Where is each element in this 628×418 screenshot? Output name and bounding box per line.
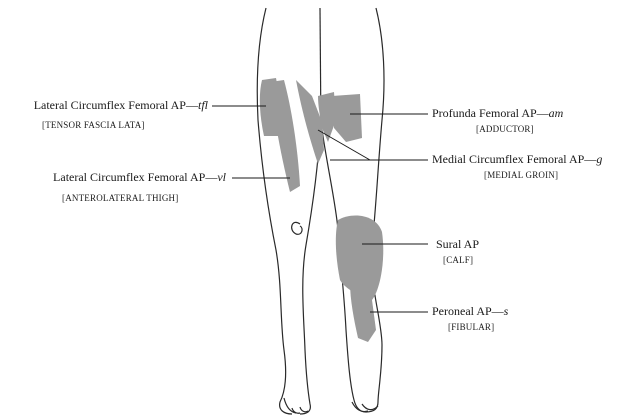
flap-regions <box>260 78 383 342</box>
label-s-code: s <box>504 304 509 318</box>
label-vl-main: Lateral Circumflex Femoral AP— <box>53 170 217 184</box>
label-vl-sub: [ANTEROLATERAL THIGH] <box>62 193 178 204</box>
label-vl-code: vl <box>217 170 226 184</box>
label-tfl: Lateral Circumflex Femoral AP—tfl <box>34 98 208 112</box>
right-leg-outer-outline <box>366 8 384 412</box>
label-am-main: Profunda Femoral AP— <box>432 106 549 120</box>
leg-outline <box>257 8 384 414</box>
left-leg-inner-outline <box>300 130 320 414</box>
label-sural-sub: [CALF] <box>443 255 473 266</box>
label-s-main: Peroneal AP— <box>432 304 504 318</box>
label-tfl-sub: [TENSOR FASCIA LATA] <box>42 120 145 131</box>
label-s: Peroneal AP—s <box>432 304 508 318</box>
label-am: Profunda Femoral AP—am <box>432 106 563 120</box>
label-sural-main: Sural AP <box>436 237 479 251</box>
adductor-flap-region-b <box>332 94 362 142</box>
label-am-sub: [ADDUCTOR] <box>476 124 534 135</box>
label-vl: Lateral Circumflex Femoral AP—vl <box>53 170 226 184</box>
label-g-sub: [MEDIAL GROIN] <box>484 170 558 181</box>
label-g: Medial Circumflex Femoral AP—g <box>432 152 602 166</box>
label-g-main: Medial Circumflex Femoral AP— <box>432 152 596 166</box>
knee-mark <box>292 222 302 234</box>
left-leg-outer-outline <box>257 8 292 414</box>
label-g-code: g <box>596 152 602 166</box>
label-tfl-main: Lateral Circumflex Femoral AP— <box>34 98 198 112</box>
medial-groin-flap-region <box>296 80 324 164</box>
label-tfl-code: tfl <box>198 98 208 112</box>
label-sural: Sural AP <box>436 237 479 251</box>
label-s-sub: [FIBULAR] <box>448 322 494 333</box>
left-foot <box>284 398 308 413</box>
label-am-code: am <box>549 106 564 120</box>
